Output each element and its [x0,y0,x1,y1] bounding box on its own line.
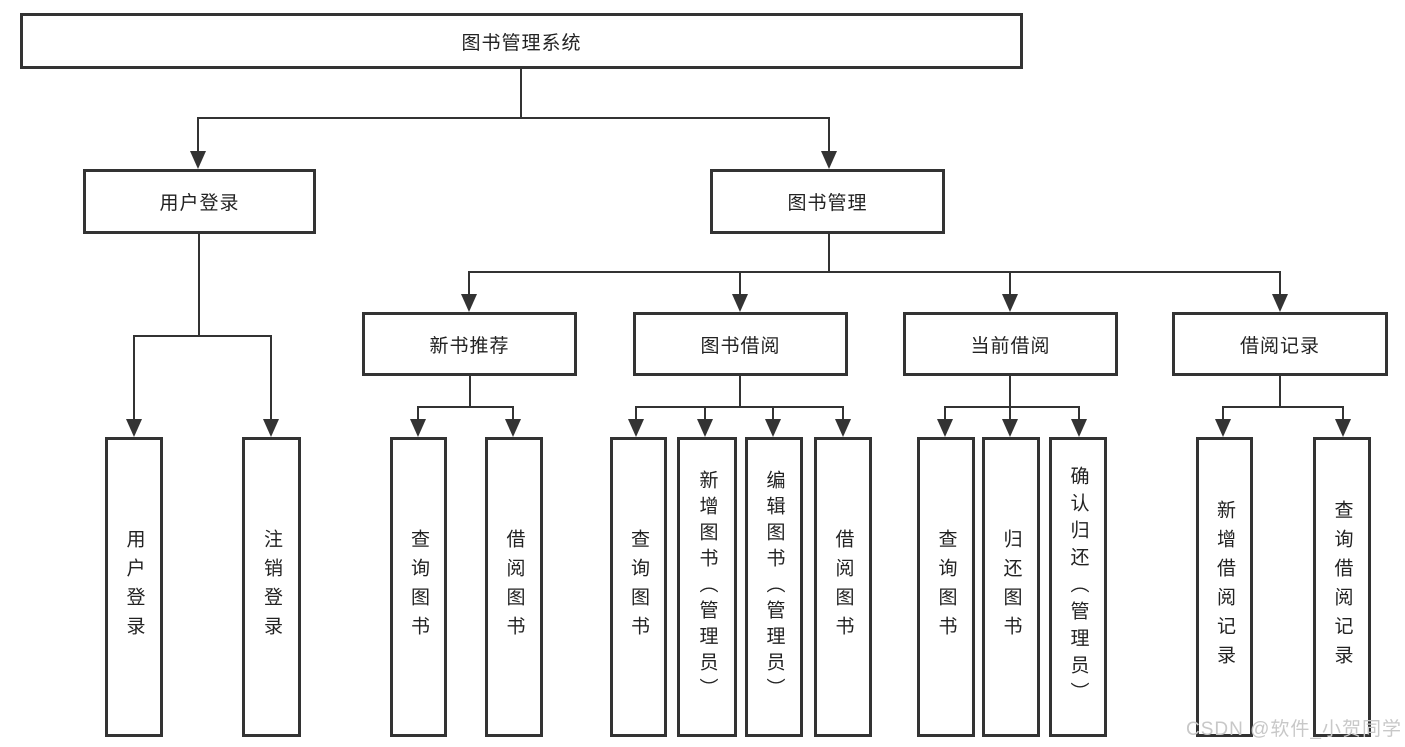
connector-nb-borrow-stem [512,406,514,419]
connector-leaf-logout-stem [270,335,272,419]
leaf-add-book: 新增图书（管理员） [677,437,737,737]
arrowhead-br-add [1215,419,1231,437]
leaf-query-books-1: 查询图书 [390,437,447,737]
leaf-add-record-label: 新增借阅记录 [1214,500,1235,674]
connector-bb-edit-stem [772,406,774,419]
connector-bb-borrow-stem [842,406,844,419]
connector-new-book-hbar [417,406,514,408]
node-new-book-rec: 新书推荐 [362,312,577,376]
watermark: CSDN @软件_小贺同学 [1186,719,1402,740]
connector-cb-confirm-stem [1078,406,1080,419]
connector-leaf-user-login-stem [133,335,135,419]
connector-book-mgmt-down [828,234,830,271]
node-book-mgmt: 图书管理 [710,169,945,234]
connector-cb-query-stem [944,406,946,419]
arrowhead-book-borrow [732,294,748,312]
connector-book-mgmt-stem [828,117,830,151]
leaf-query-books-2: 查询图书 [610,437,667,737]
connector-current-borrow-hbar [944,406,1080,408]
connector-root-stem [520,69,522,117]
connector-book-borrow-stem [739,271,741,294]
arrowhead-bb-edit [765,419,781,437]
connector-user-login-down [198,234,200,337]
leaf-borrow-books-1-label: 借阅图书 [503,529,525,645]
leaf-logout: 注销登录 [242,437,301,737]
leaf-return-book: 归还图书 [982,437,1040,737]
node-borrow-record: 借阅记录 [1172,312,1388,376]
arrowhead-bb-borrow [835,419,851,437]
connector-new-book-down [469,376,471,406]
connector-borrow-record-down [1279,376,1281,406]
arrowhead-nb-borrow [505,419,521,437]
arrowhead-cb-confirm [1071,419,1087,437]
leaf-confirm-return: 确认归还（管理员） [1049,437,1107,737]
arrowhead-new-book [461,294,477,312]
connector-user-login-hbar [133,335,272,337]
connector-new-book-stem [468,271,470,294]
connector-borrow-record-stem [1279,271,1281,294]
arrowhead-leaf-user-login [126,419,142,437]
arrowhead-bb-query [628,419,644,437]
leaf-logout-label: 注销登录 [261,529,282,645]
arrowhead-book-mgmt [821,151,837,169]
leaf-return-book-label: 归还图书 [1000,529,1022,645]
connector-root-hbar [197,117,830,119]
leaf-borrow-books-2: 借阅图书 [814,437,872,737]
arrowhead-borrow-record [1272,294,1288,312]
connector-current-borrow-down [1009,376,1011,406]
arrowhead-br-query [1335,419,1351,437]
leaf-borrow-books-2-label: 借阅图书 [832,529,854,645]
connector-bb-add-stem [704,406,706,419]
leaf-query-books-3-label: 查询图书 [935,529,957,645]
leaf-confirm-return-label: 确认归还（管理员） [1067,465,1089,709]
connector-borrow-record-hbar [1222,406,1344,408]
leaf-edit-book-label: 编辑图书（管理员） [763,470,785,704]
connector-current-borrow-stem [1009,271,1011,294]
leaf-query-books-2-label: 查询图书 [628,529,649,645]
arrowhead-user-login [190,151,206,169]
leaf-user-login-label: 用户登录 [123,529,145,645]
node-current-borrow: 当前借阅 [903,312,1118,376]
arrowhead-cb-query [937,419,953,437]
node-book-borrow: 图书借阅 [633,312,848,376]
connector-nb-query-stem [417,406,419,419]
leaf-borrow-books-1: 借阅图书 [485,437,543,737]
connector-user-login-stem [197,117,199,151]
connector-br-query-stem [1342,406,1344,419]
connector-book-borrow-hbar [635,406,844,408]
arrowhead-current-borrow [1002,294,1018,312]
arrowhead-bb-add [697,419,713,437]
connector-book-mgmt-hbar [468,271,1281,273]
leaf-query-books-1-label: 查询图书 [408,529,429,645]
leaf-query-record: 查询借阅记录 [1313,437,1371,737]
arrowhead-leaf-logout [263,419,279,437]
node-user-login: 用户登录 [83,169,316,234]
connector-br-add-stem [1222,406,1224,419]
arrowhead-cb-return [1002,419,1018,437]
connector-cb-return-stem [1009,406,1011,419]
connector-bb-query-stem [635,406,637,419]
leaf-user-login: 用户登录 [105,437,163,737]
leaf-add-record: 新增借阅记录 [1196,437,1253,737]
leaf-query-books-3: 查询图书 [917,437,975,737]
connector-book-borrow-down [739,376,741,406]
leaf-add-book-label: 新增图书（管理员） [696,470,718,704]
node-root: 图书管理系统 [20,13,1023,69]
leaf-edit-book: 编辑图书（管理员） [745,437,803,737]
leaf-query-record-label: 查询借阅记录 [1331,500,1353,674]
arrowhead-nb-query [410,419,426,437]
